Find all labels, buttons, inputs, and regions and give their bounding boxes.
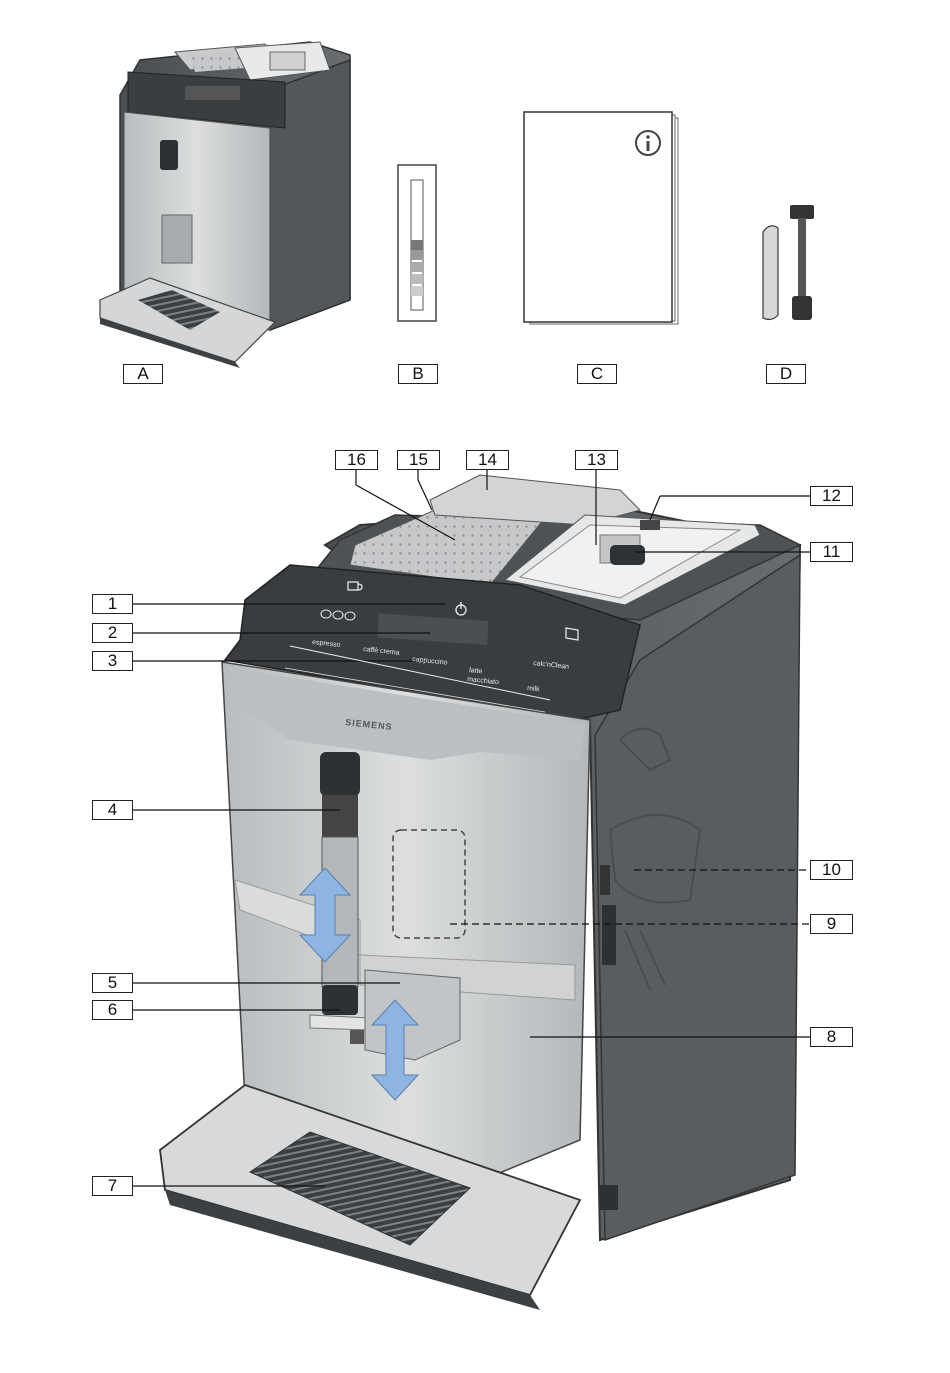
callout-6: 6 [92,1000,133,1020]
callout-11: 11 [810,542,853,562]
callout-1: 1 [92,594,133,614]
label-accessory-c: C [577,364,617,384]
milk-tube [763,205,814,320]
label-accessory-b: B [398,364,438,384]
machine-main [160,475,800,1310]
callout-2: 2 [92,623,133,643]
callout-7: 7 [92,1176,133,1196]
callout-16: 16 [335,450,378,470]
callout-5: 5 [92,973,133,993]
callout-12: 12 [810,486,853,506]
btn-latte-label-1: latte [469,667,483,675]
callout-13: 13 [575,450,618,470]
callout-9: 9 [810,914,853,934]
callout-15: 15 [397,450,440,470]
label-accessory-a: A [123,364,163,384]
test-strip [398,165,436,321]
machine-small [100,42,350,368]
btn-milk-label: milk [527,685,541,693]
manual [524,112,678,324]
callout-4: 4 [92,800,133,820]
label-accessory-d: D [766,364,806,384]
callout-14: 14 [466,450,509,470]
callout-3: 3 [92,651,133,671]
callout-10: 10 [810,860,853,880]
info-icon [636,131,660,155]
callout-8: 8 [810,1027,853,1047]
